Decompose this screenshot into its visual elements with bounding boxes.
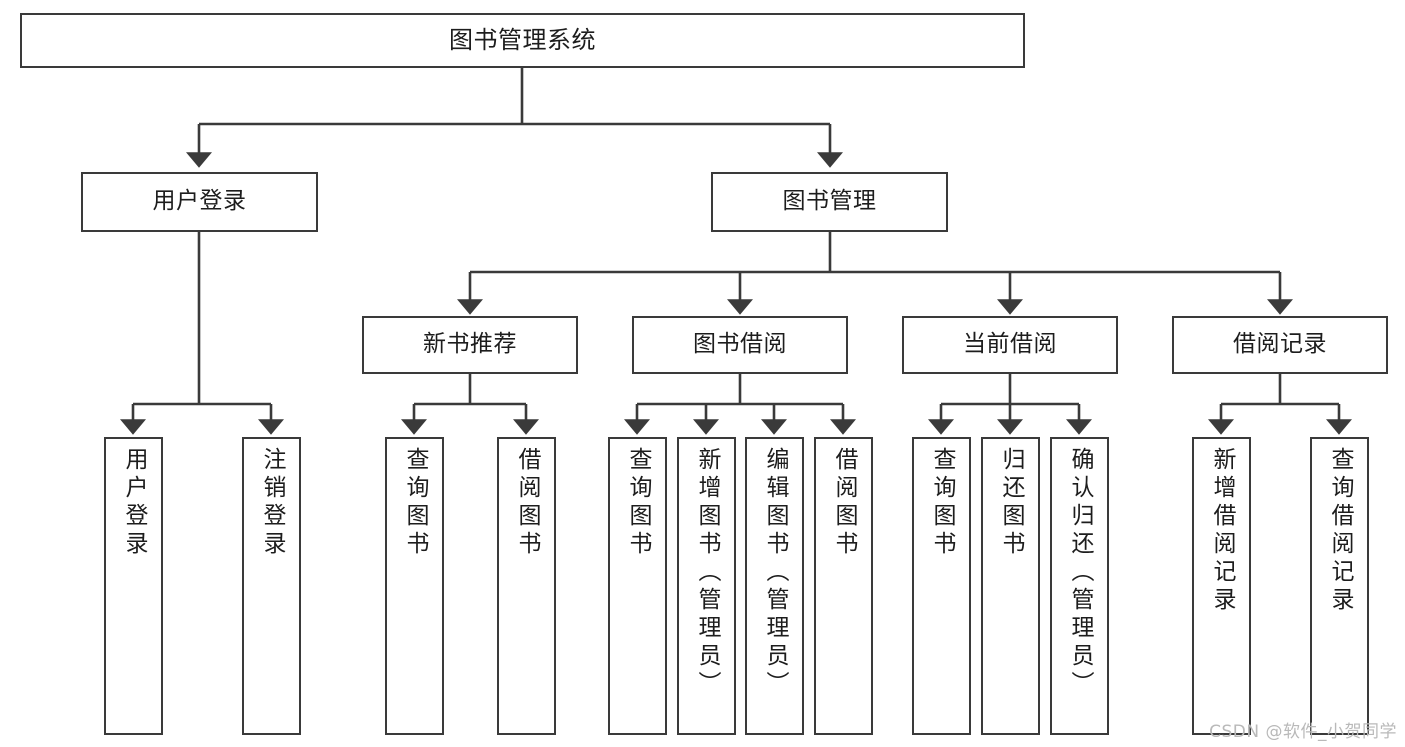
node-label: 用户登录 xyxy=(152,188,247,215)
node-label: 编辑图书（管理员） xyxy=(762,447,788,699)
node-label: 新增借阅记录 xyxy=(1209,447,1235,615)
node-label: 确认归还（管理员） xyxy=(1067,447,1093,699)
node-label: 查询图书 xyxy=(402,447,428,559)
node-leaf-confirm-return[interactable]: 确认归还（管理员） xyxy=(1050,437,1109,735)
node-leaf-return-book[interactable]: 归还图书 xyxy=(981,437,1040,735)
node-leaf-borrow-book-recommend[interactable]: 借阅图书 xyxy=(497,437,556,735)
node-label: 图书借阅 xyxy=(693,331,787,358)
node-label: 借阅图书 xyxy=(831,447,857,559)
node-borrow-record[interactable]: 借阅记录 xyxy=(1172,316,1388,374)
node-label: 查询图书 xyxy=(929,447,955,559)
node-label: 新书推荐 xyxy=(423,331,517,358)
node-book-borrow[interactable]: 图书借阅 xyxy=(632,316,848,374)
node-label: 图书管理 xyxy=(782,188,877,215)
node-leaf-user-login[interactable]: 用户登录 xyxy=(104,437,163,735)
node-label: 借阅记录 xyxy=(1233,331,1327,358)
node-root-system[interactable]: 图书管理系统 xyxy=(20,13,1025,68)
node-label: 用户登录 xyxy=(121,447,147,559)
node-label: 借阅图书 xyxy=(514,447,540,559)
node-leaf-edit-book[interactable]: 编辑图书（管理员） xyxy=(745,437,804,735)
node-label: 注销登录 xyxy=(259,447,285,559)
node-label: 查询借阅记录 xyxy=(1327,447,1353,615)
node-leaf-query-book-current[interactable]: 查询图书 xyxy=(912,437,971,735)
node-leaf-add-book[interactable]: 新增图书（管理员） xyxy=(677,437,736,735)
node-leaf-query-borrow-record[interactable]: 查询借阅记录 xyxy=(1310,437,1369,735)
node-book-manage[interactable]: 图书管理 xyxy=(711,172,948,232)
node-new-book-recommend[interactable]: 新书推荐 xyxy=(362,316,578,374)
node-label: 当前借阅 xyxy=(963,331,1057,358)
node-label: 图书管理系统 xyxy=(449,26,596,55)
node-current-borrow[interactable]: 当前借阅 xyxy=(902,316,1118,374)
node-label: 查询图书 xyxy=(625,447,651,559)
csdn-watermark: CSDN @软件_小贺同学 xyxy=(1209,722,1397,742)
node-leaf-add-borrow-record[interactable]: 新增借阅记录 xyxy=(1192,437,1251,735)
node-user-login[interactable]: 用户登录 xyxy=(81,172,318,232)
node-leaf-query-book-borrow[interactable]: 查询图书 xyxy=(608,437,667,735)
node-leaf-logout[interactable]: 注销登录 xyxy=(242,437,301,735)
node-leaf-query-book-recommend[interactable]: 查询图书 xyxy=(385,437,444,735)
node-label: 新增图书（管理员） xyxy=(694,447,720,699)
node-label: 归还图书 xyxy=(998,447,1024,559)
node-leaf-borrow-book[interactable]: 借阅图书 xyxy=(814,437,873,735)
